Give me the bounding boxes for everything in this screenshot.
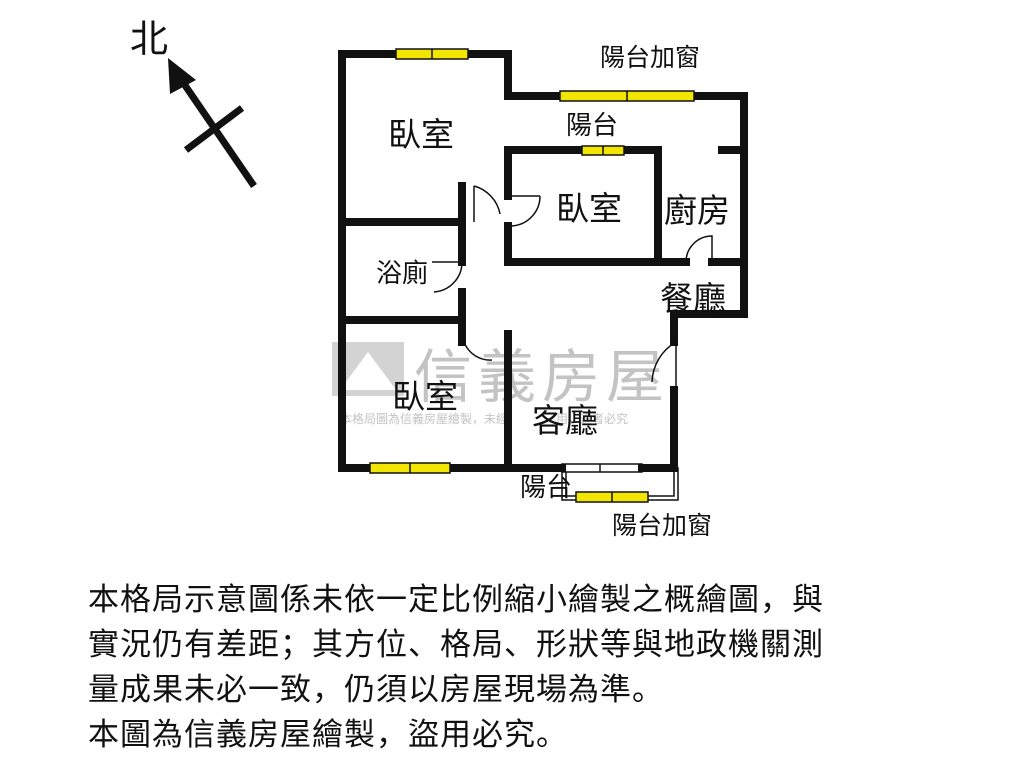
room-label-balcony-bottom: 陽台 xyxy=(520,473,572,503)
room-label-bedroom-top: 臥室 xyxy=(388,115,454,154)
floor-plan: 北 信義房屋 本格局圖為信義房屋繪製，未經 用，違者必究 xyxy=(130,17,748,540)
room-label-dining: 餐廳 xyxy=(660,279,726,318)
north-arrow-head xyxy=(168,58,196,94)
north-label: 北 xyxy=(130,17,168,61)
room-label-kitchen: 廚房 xyxy=(664,191,730,230)
watermark-logo-mark xyxy=(340,352,396,390)
disclaimer-line-4: 本圖為信義房屋繪製，盜用必究。 xyxy=(88,717,568,753)
room-label-bedroom-bottom: 臥室 xyxy=(392,377,458,416)
north-arrow-shaft xyxy=(177,76,257,188)
watermark-brand: 信義房屋 xyxy=(414,343,670,411)
windows xyxy=(369,48,695,503)
room-label-bathroom: 浴廁 xyxy=(376,259,428,289)
disclaimer-line-3: 量成果未必一致，仍須以房屋現場為準。 xyxy=(88,672,664,708)
watermark-fine-print: 本格局圖為信義房屋繪製，未經 用，違者必究 xyxy=(340,411,628,426)
watermark: 信義房屋 本格局圖為信義房屋繪製，未經 用，違者必究 xyxy=(332,342,670,426)
room-label-living: 客廳 xyxy=(532,401,598,440)
sliding-door xyxy=(561,463,643,473)
room-label-bedroom-middle: 臥室 xyxy=(556,189,622,228)
compass-crossbar xyxy=(183,105,245,153)
disclaimer-line-2: 實況仍有差距；其方位、格局、形狀等與地政機關測 xyxy=(88,627,824,663)
annotation-balcony-window-bottom: 陽台加窗 xyxy=(612,511,712,540)
room-label-balcony-top: 陽台 xyxy=(566,111,618,141)
door-swings xyxy=(432,185,713,390)
disclaimer: 本格局示意圖係未依一定比例縮小繪製之概繪圖，與 實況仍有差距；其方位、格局、形狀… xyxy=(88,578,968,758)
annotation-balcony-window-top: 陽台加窗 xyxy=(600,43,700,72)
compass: 北 xyxy=(130,17,257,188)
disclaimer-line-1: 本格局示意圖係未依一定比例縮小繪製之概繪圖，與 xyxy=(88,582,824,618)
